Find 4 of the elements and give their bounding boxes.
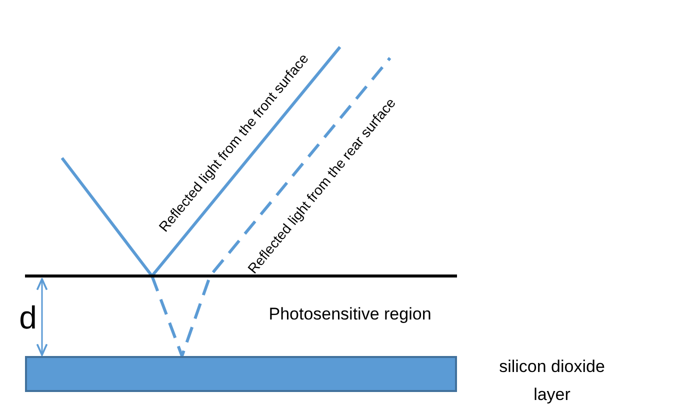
layer-caption: silicon dioxide layer [498,356,606,406]
dimension-label: d [19,300,37,336]
region-label: Photosensitive region [268,306,432,324]
substrate-layer-bar [25,356,457,392]
